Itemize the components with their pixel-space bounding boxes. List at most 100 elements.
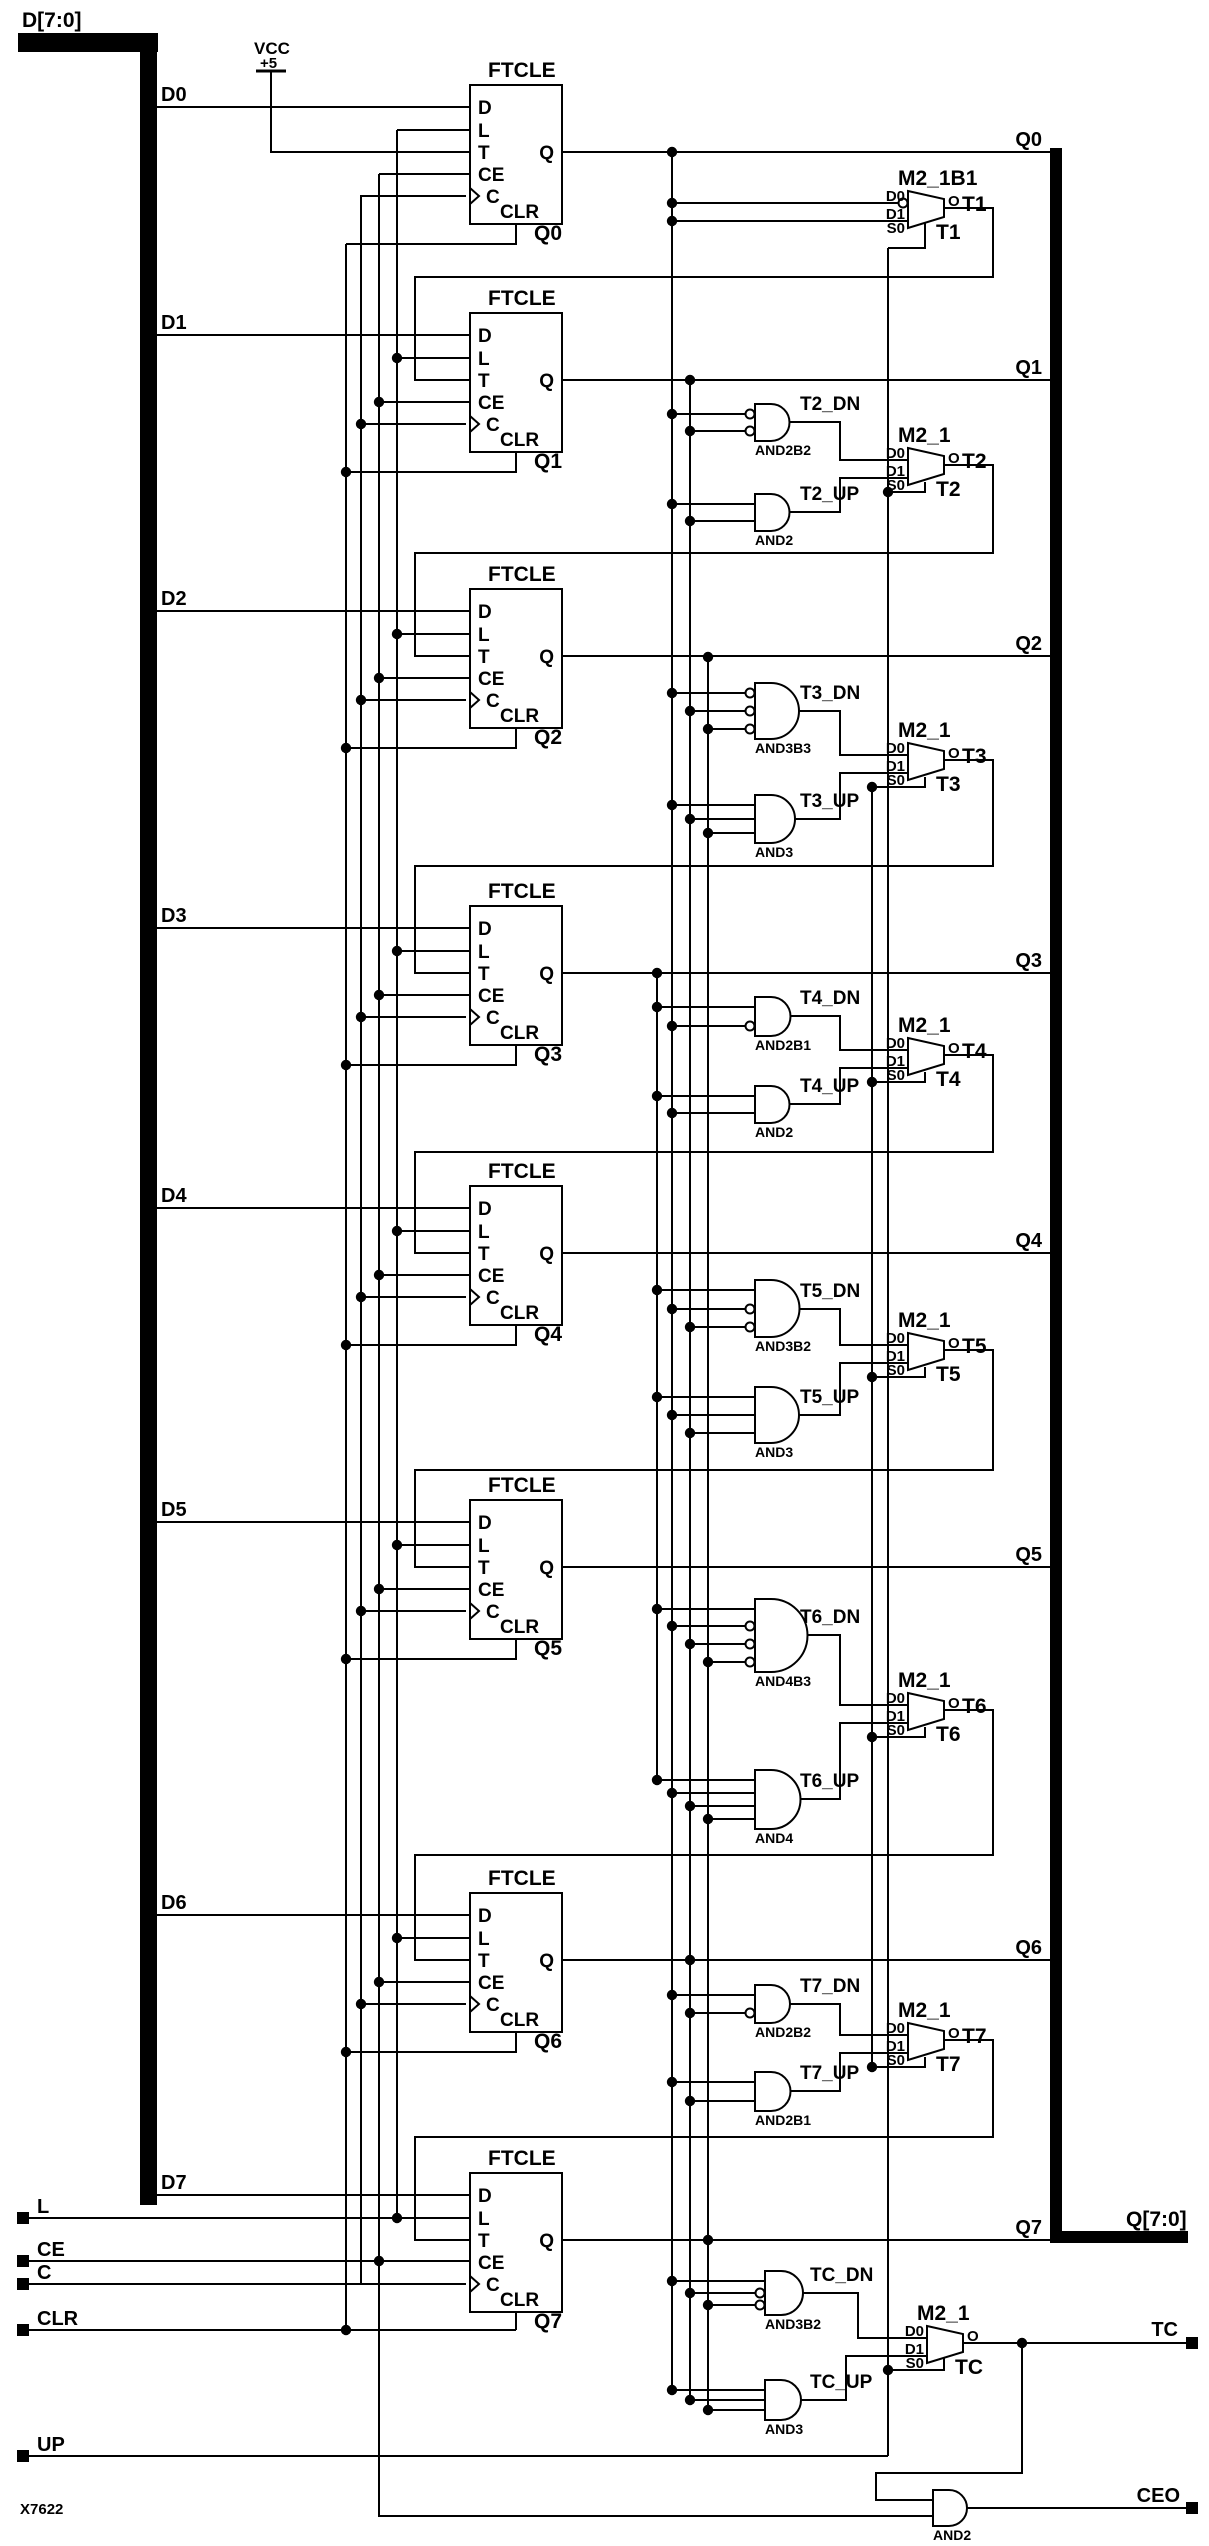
and-gate-icon <box>754 2071 792 2112</box>
junction-dot <box>373 1269 385 1281</box>
ff-pin-label: L <box>478 1536 490 1557</box>
gate-type-label: AND3 <box>765 2421 803 2437</box>
junction-dot <box>340 466 352 478</box>
invert-bubble-icon <box>744 1656 756 1668</box>
ff-pin-label: CE <box>478 2253 504 2274</box>
mux-pin-label: O <box>948 2025 960 2042</box>
clock-chevron-icon <box>469 1288 481 1306</box>
mux-pin-label: S0 <box>906 2355 924 2372</box>
invert-bubble-icon <box>744 408 756 420</box>
junction-dot <box>702 827 714 839</box>
mux-pin-label: S0 <box>887 477 905 494</box>
invert-bubble-icon <box>744 425 756 437</box>
mux-instance-label: T7 <box>936 2053 961 2076</box>
junction-dot <box>340 1059 352 1071</box>
junction-dot <box>355 1998 367 2010</box>
ff-type-label: FTCLE <box>488 1474 556 1497</box>
ff-pin-label: C <box>486 1995 500 2016</box>
up-to-mux-wire <box>789 1067 908 1105</box>
mux-pin-label: D1 <box>886 1708 905 1725</box>
ff-pin-label: T <box>478 371 490 392</box>
clr-stub-wire <box>346 1045 517 1066</box>
and-gate-icon <box>754 682 800 740</box>
junction-dot <box>651 1001 663 1013</box>
junction-dot <box>373 2255 385 2267</box>
junction-dot <box>391 1932 403 1944</box>
mux-select-wire <box>888 482 926 493</box>
q-net-label: Q2 <box>1015 633 1042 655</box>
clock-chevron-icon <box>469 2275 481 2293</box>
junction-dot <box>1016 2337 1028 2349</box>
output-terminal <box>1186 2502 1198 2514</box>
ff-type-label: FTCLE <box>488 880 556 903</box>
clock-chevron-icon <box>469 1008 481 1026</box>
junction-dot <box>866 1731 878 1743</box>
dn-to-mux-wire <box>789 421 908 461</box>
junction-dot <box>373 1976 385 1988</box>
d-net-label: D2 <box>161 588 187 610</box>
q-net-label: Q4 <box>1015 1230 1043 1252</box>
and-gate-icon <box>754 1769 802 1830</box>
ff-pin-label: Q <box>539 1951 554 1972</box>
junction-dot <box>651 1603 663 1615</box>
ff-instance-label: Q3 <box>534 1043 562 1066</box>
ff-pin-label: D <box>478 919 492 940</box>
gate-net-label: T5_DN <box>800 1281 860 1302</box>
mux-pin-label: D1 <box>886 206 905 223</box>
ff-pin-label: T <box>478 1951 490 1972</box>
mux-select-wire <box>888 222 926 249</box>
dn-to-mux-wire <box>790 1015 908 1051</box>
clr-stub-wire <box>346 2032 517 2053</box>
junction-dot <box>340 2046 352 2058</box>
junction-dot <box>391 628 403 640</box>
gate-net-label: T3_UP <box>800 791 859 812</box>
clock-chevron-icon <box>469 1995 481 2013</box>
mux-select-wire <box>872 1727 926 1738</box>
input-bus-label: D[7:0] <box>22 9 82 32</box>
t-net-wire <box>414 2039 994 2241</box>
ff-pin-label: CE <box>478 1266 504 1287</box>
clock-chevron-icon <box>469 187 481 205</box>
junction-dot <box>666 408 678 420</box>
mux-pin-label: D0 <box>905 2323 924 2340</box>
input-terminal <box>17 2450 29 2462</box>
mux-pin-label: D1 <box>886 1348 905 1365</box>
junction-dot <box>684 425 696 437</box>
junction-dot <box>684 813 696 825</box>
ff-instance-label: Q4 <box>534 1323 562 1346</box>
mux-pin-label: S0 <box>887 772 905 789</box>
t-net-wire <box>414 759 994 974</box>
gate-type-label: AND3 <box>755 1444 793 1460</box>
vcc-label: VCC <box>254 39 290 58</box>
up-to-mux-wire <box>789 477 908 513</box>
mux-pin-label: D0 <box>886 740 905 757</box>
invert-bubble-icon <box>744 687 756 699</box>
gate-net-label: T3_DN <box>800 683 860 704</box>
output-bus-label: Q[7:0] <box>1126 2208 1187 2231</box>
flipflop-box <box>469 1892 563 2033</box>
mux-pin-label: O <box>948 1695 960 1712</box>
clock-chevron-icon <box>469 415 481 433</box>
ff-pin-label: L <box>478 349 490 370</box>
junction-dot <box>666 1107 678 1119</box>
ff-pin-label: L <box>478 1929 490 1950</box>
mux-net-label: T4 <box>962 1040 987 1063</box>
d-net-label: D4 <box>161 1185 187 1207</box>
ff-pin-label: D <box>478 602 492 623</box>
gate-type-label: AND3B2 <box>755 1338 811 1354</box>
and-gate-icon <box>754 794 796 844</box>
mux-type-label: M2_1 <box>898 1014 951 1037</box>
junction-dot <box>882 486 894 498</box>
mux-icon <box>907 2021 945 2062</box>
and-gate-icon <box>754 493 791 532</box>
junction-dot <box>340 742 352 754</box>
mux-pin-label: S0 <box>887 1722 905 1739</box>
mux-icon <box>907 1331 945 1372</box>
q-net-label: Q5 <box>1015 1544 1042 1566</box>
mux-net-label: T1 <box>962 193 987 216</box>
ff-pin-label: Q <box>539 1244 554 1265</box>
clock-chevron-icon <box>469 1602 481 1620</box>
d-net-label: D6 <box>161 1892 187 1914</box>
mux-icon <box>926 2324 964 2365</box>
